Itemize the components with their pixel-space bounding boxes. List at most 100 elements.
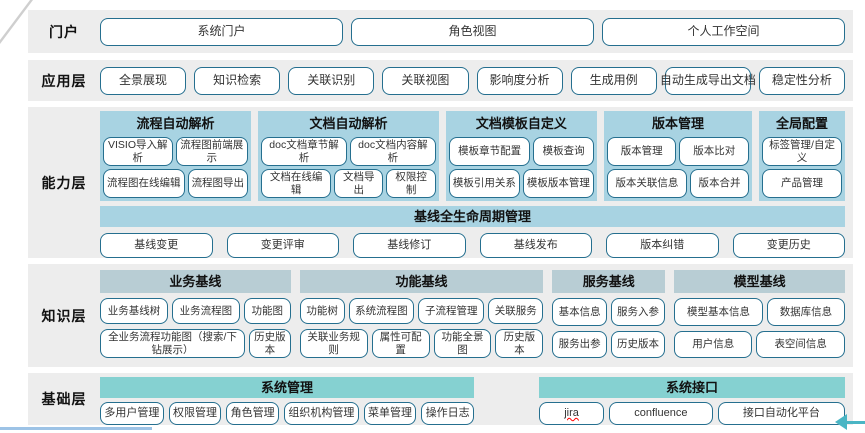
group-服务基线: 服务基线基本信息服务入参服务出参历史版本: [552, 270, 666, 359]
button-row: 关联业务规则属性可配置功能全景图历史版本: [299, 329, 544, 359]
button-row: 流程图在线编辑流程图导出: [103, 169, 249, 199]
btn-版本纠错[interactable]: 版本纠错: [606, 233, 719, 259]
btn-知识检索[interactable]: 知识检索: [194, 66, 281, 95]
btn-流程图导出[interactable]: 流程图导出: [187, 169, 249, 199]
group-header-功能基线: 功能基线: [299, 270, 544, 293]
application-layer-label: 应用层: [41, 72, 87, 89]
btn-doc文档内容解析[interactable]: doc文档内容解析: [349, 137, 436, 167]
btn-系统流程图[interactable]: 系统流程图: [348, 298, 415, 324]
btn-属性可配置[interactable]: 属性可配置: [371, 329, 430, 359]
button-row: 基本信息服务入参: [552, 298, 666, 326]
btn-影响度分析[interactable]: 影响度分析: [476, 66, 563, 95]
btn-接口自动化平台[interactable]: 接口自动化平台: [717, 402, 846, 425]
button-row: 产品管理: [762, 169, 842, 199]
group-header-全局配置: 全局配置: [776, 116, 829, 131]
knowledge-groups: 业务基线业务基线树业务流程图功能图全业务流程功能图（搜索/下钻展示）历史版本功能…: [100, 270, 846, 359]
btn-jira[interactable]: jira: [539, 402, 605, 425]
btn-流程图在线编辑[interactable]: 流程图在线编辑: [103, 169, 185, 199]
btn-功能全景图[interactable]: 功能全景图: [433, 329, 492, 359]
btn-多用户管理[interactable]: 多用户管理: [100, 402, 164, 425]
btn-模板查询[interactable]: 模板查询: [533, 137, 594, 167]
btn-关联视图[interactable]: 关联视图: [382, 66, 469, 95]
portal-button-row: 系统门户角色视图个人工作空间: [100, 10, 845, 53]
group-header-系统管理: 系统管理: [100, 377, 474, 398]
btn-变更历史[interactable]: 变更历史: [732, 233, 845, 259]
btn-角色管理[interactable]: 角色管理: [226, 402, 280, 425]
btn-历史版本[interactable]: 历史版本: [610, 330, 666, 359]
btn-服务入参[interactable]: 服务入参: [610, 298, 666, 326]
group-header-服务基线: 服务基线: [552, 270, 666, 293]
group-header-业务基线: 业务基线: [100, 270, 291, 293]
btn-文档导出[interactable]: 文档导出: [334, 169, 384, 199]
btn-业务基线树[interactable]: 业务基线树: [100, 298, 168, 324]
group-全局配置: 全局配置标签管理/自定义产品管理: [759, 111, 845, 202]
btn-关联业务规则[interactable]: 关联业务规则: [299, 329, 368, 359]
btn-VISIO导入解析[interactable]: VISIO导入解析: [103, 137, 173, 167]
btn-稳定性分析[interactable]: 稳定性分析: [758, 66, 845, 95]
capability-layer-label: 能力层: [41, 174, 87, 191]
btn-基本信息[interactable]: 基本信息: [552, 298, 607, 326]
btn-操作日志[interactable]: 操作日志: [421, 402, 475, 425]
btn-系统门户[interactable]: 系统门户: [100, 17, 343, 46]
btn-流程图前端展示[interactable]: 流程图前端展示: [175, 137, 249, 167]
btn-全业务流程功能图（搜索/下钻展示）[interactable]: 全业务流程功能图（搜索/下钻展示）: [100, 329, 246, 359]
button-row: 文档在线编辑文档导出权限控制: [261, 169, 436, 199]
group-系统管理: 系统管理多用户管理权限管理角色管理组织机构管理菜单管理操作日志: [100, 377, 475, 425]
group-文档模板自定义: 文档模板自定义模板章节配置模板查询模板引用关系模板版本管理: [445, 111, 597, 202]
btn-基线发布[interactable]: 基线发布: [479, 233, 592, 259]
btn-版本合并[interactable]: 版本合并: [689, 169, 750, 199]
btn-功能树[interactable]: 功能树: [299, 298, 345, 324]
btn-模型基本信息[interactable]: 模型基本信息: [674, 298, 763, 326]
btn-服务出参[interactable]: 服务出参: [552, 330, 607, 359]
btn-组织机构管理[interactable]: 组织机构管理: [284, 402, 359, 425]
btn-自动生成导出文档[interactable]: 自动生成导出文档: [660, 66, 756, 95]
btn-权限控制[interactable]: 权限控制: [386, 169, 436, 199]
btn-关联服务[interactable]: 关联服务: [488, 298, 544, 324]
btn-基线修订[interactable]: 基线修订: [353, 233, 466, 259]
btn-变更评审[interactable]: 变更评审: [226, 233, 339, 259]
button-row: 模板引用关系模板版本管理: [448, 169, 594, 199]
btn-doc文档章节解析[interactable]: doc文档章节解析: [261, 137, 347, 167]
btn-版本比对[interactable]: 版本比对: [679, 137, 750, 167]
btn-个人工作空间[interactable]: 个人工作空间: [602, 17, 845, 46]
btn-标签管理/自定义[interactable]: 标签管理/自定义: [762, 137, 842, 167]
group-header-系统接口: 系统接口: [539, 377, 845, 398]
btn-模板章节配置[interactable]: 模板章节配置: [448, 137, 531, 167]
btn-历史版本[interactable]: 历史版本: [495, 329, 544, 359]
btn-confluence[interactable]: confluence: [609, 402, 713, 425]
btn-版本关联信息[interactable]: 版本关联信息: [606, 169, 687, 199]
btn-菜单管理[interactable]: 菜单管理: [363, 402, 417, 425]
btn-关联识别[interactable]: 关联识别: [288, 66, 375, 95]
btn-权限管理[interactable]: 权限管理: [168, 402, 222, 425]
btn-数据库信息[interactable]: 数据库信息: [766, 298, 846, 326]
portal-band: 门户 系统门户角色视图个人工作空间: [28, 10, 853, 53]
button-row: 模板章节配置模板查询: [448, 137, 594, 167]
btn-历史版本[interactable]: 历史版本: [249, 329, 291, 359]
btn-业务流程图[interactable]: 业务流程图: [171, 298, 240, 324]
folded-corner: [0, 0, 30, 40]
btn-模板版本管理[interactable]: 模板版本管理: [522, 169, 594, 199]
btn-基线变更[interactable]: 基线变更: [100, 233, 213, 259]
base-layer-label: 基础层: [41, 391, 87, 407]
button-row: 服务出参历史版本: [552, 330, 666, 359]
btn-子流程管理[interactable]: 子流程管理: [418, 298, 485, 324]
group-业务基线: 业务基线业务基线树业务流程图功能图全业务流程功能图（搜索/下钻展示）历史版本: [100, 270, 291, 359]
btn-表空间信息[interactable]: 表空间信息: [756, 330, 846, 359]
btn-生成用例[interactable]: 生成用例: [570, 66, 657, 95]
btn-版本管理[interactable]: 版本管理: [606, 137, 677, 167]
btn-用户信息[interactable]: 用户信息: [674, 330, 753, 359]
btn-文档在线编辑[interactable]: 文档在线编辑: [261, 169, 332, 199]
knowledge-band: 知识层 业务基线业务基线树业务流程图功能图全业务流程功能图（搜索/下钻展示）历史…: [28, 264, 853, 367]
btn-角色视图[interactable]: 角色视图: [351, 17, 594, 46]
btn-全景展现[interactable]: 全景展现: [100, 66, 187, 95]
btn-产品管理[interactable]: 产品管理: [762, 169, 842, 199]
btn-模板引用关系[interactable]: 模板引用关系: [448, 169, 520, 199]
button-row: 模型基本信息数据库信息: [674, 298, 846, 326]
button-row: 标签管理/自定义: [762, 137, 842, 167]
btn-功能图[interactable]: 功能图: [243, 298, 291, 324]
